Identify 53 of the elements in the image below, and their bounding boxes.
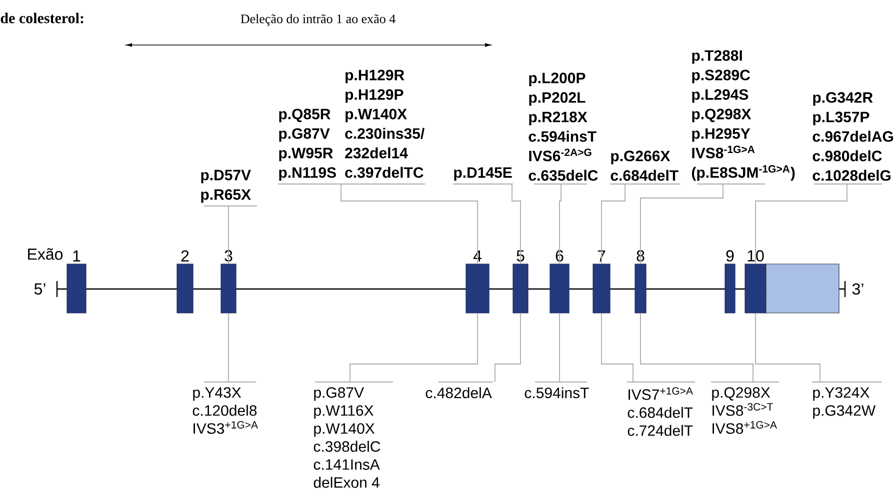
exon-box: 8 <box>634 250 646 314</box>
leader-line <box>559 312 562 382</box>
node-label: 3 <box>224 250 232 262</box>
leader-line <box>755 312 820 382</box>
mutation-list: p.G342R p.L357P c.967delAG c.980delC c.1028delG <box>812 92 893 184</box>
exon-box: 4 <box>466 250 490 314</box>
leader-line <box>559 184 562 264</box>
node-label: 1 <box>73 250 80 262</box>
leader-line <box>512 184 521 264</box>
leader-line <box>755 184 848 264</box>
node-label: 7 <box>598 250 606 262</box>
node-label: 5 <box>516 250 524 262</box>
mutation-list: p.D57V p.R65X <box>201 170 258 206</box>
utr-box <box>766 264 840 314</box>
node-label: 10 <box>748 250 764 262</box>
exon-box: 7 <box>592 250 610 314</box>
mutation-list: p.G266X c.684delT <box>610 150 680 184</box>
leader-line <box>350 312 478 382</box>
deletion-label: Deleção do intrão 1 ao exão 4 <box>240 14 396 26</box>
node-label: 6 <box>556 250 564 262</box>
node-label: 4 <box>473 250 482 262</box>
exon-box: 10 <box>744 250 766 314</box>
leader-line <box>640 312 754 382</box>
exon-box: 1 <box>66 250 86 314</box>
leader-line <box>228 312 230 382</box>
leader-line <box>640 184 724 264</box>
exon-box: 5 <box>512 250 528 314</box>
leader-line <box>340 184 478 264</box>
mutation-list: p.L200P p.P202L p.R218X c.594insT IVS6$^{-2A>G}$ c.635delC <box>528 72 598 184</box>
exon-box: 3 <box>220 250 236 314</box>
leader-line <box>601 184 626 264</box>
mutation-list: p.Q298X IVS8$^{-3C>T}$ IVS8$^{+1G>A}$ <box>710 382 780 434</box>
leader-line <box>494 312 521 382</box>
leader-line <box>601 312 634 382</box>
heading: de colesterol: <box>0 12 84 24</box>
end-label: 5’ <box>34 283 46 295</box>
node-label: 8 <box>636 250 644 262</box>
mutation-list: c.594insT <box>524 382 589 398</box>
leader-line <box>228 206 230 264</box>
exon-box: 2 <box>176 250 194 314</box>
mutation-list: p.Y324X p.G342W <box>812 382 882 419</box>
node-label: 2 <box>181 250 189 262</box>
exon-heading: Exão <box>28 248 63 260</box>
mutation-list: p.G87V p.W116X p.W140X c.398delC c.141InsA delExon 4 <box>314 382 394 488</box>
exon-box: 6 <box>550 250 570 314</box>
mutation-list: c.482delA <box>426 382 494 398</box>
mutation-list: IVS7$^{+1G>A}$ c.684delT c.724delT <box>626 382 696 436</box>
exon-box: 9 <box>724 250 736 314</box>
node-label: 9 <box>726 250 734 262</box>
mutation-list: p.T288I p.S289C p.L294S p.Q298X p.H295Y IVS8$^{-1G>A}$ (p.E8SJM$^{-1G>A}$) <box>692 50 795 184</box>
mutation-list: p.Y43X c.120del8 IVS3$^{+1G>A}$ <box>192 382 258 434</box>
mutation-list: p.D145E <box>452 167 514 184</box>
mutation-list: p.Q85R p.G87V p.W95R p.N119S p.H129R p.H129P p.W140X c.230ins35/ 232del14 c.397delTC <box>278 70 426 184</box>
